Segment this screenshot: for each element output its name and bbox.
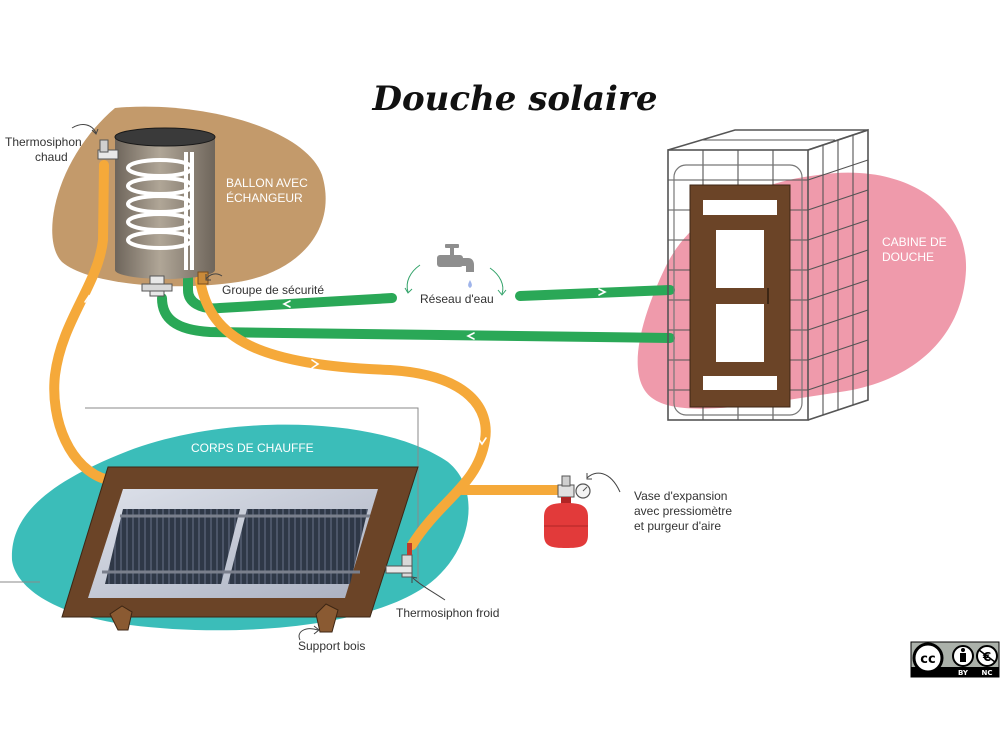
curve-arrow-left	[404, 287, 413, 294]
label-thermosiphon-froid: Thermosiphon froid	[396, 606, 499, 620]
leader-arrowhead	[91, 128, 99, 135]
hot-loop	[49, 160, 565, 550]
leader-thermosiphon-chaud	[71, 124, 97, 134]
absorber-right	[228, 509, 368, 584]
arrow-mark	[57, 454, 67, 463]
leader-arrowhead	[205, 274, 211, 281]
arrow-mark	[282, 300, 291, 308]
grid-line	[807, 249, 869, 271]
label-cabine-line2: DOUCHE	[882, 250, 934, 264]
label-reseau-eau: Réseau d'eau	[420, 292, 494, 306]
leader-lines	[71, 124, 621, 641]
nc-strike	[978, 649, 996, 663]
grid-line	[807, 339, 869, 361]
by-label: BY	[958, 669, 969, 677]
support-foot-right	[315, 603, 339, 633]
leader-groupe-securite	[205, 273, 223, 280]
hot-arrows	[57, 294, 487, 463]
label-thermosiphon-chaud-line1: Thermosiphon	[5, 135, 82, 149]
curve-arrow-right	[497, 289, 507, 296]
cc-icon	[912, 642, 944, 674]
door-panel-top	[716, 230, 764, 288]
door-inner-bottom	[703, 376, 777, 390]
label-vase-line2: avec pressiomètre	[634, 504, 732, 518]
arrow-mark	[598, 288, 607, 296]
water-pipes	[157, 267, 675, 343]
leader-arrowhead	[313, 625, 320, 635]
water-drop	[468, 280, 472, 288]
grid-line	[807, 189, 869, 211]
arrow-mark	[466, 332, 475, 340]
safety-group-pipe	[141, 283, 173, 292]
tank-top	[114, 127, 216, 147]
network-to-cabin-pipe	[515, 285, 675, 301]
arrow-mark	[84, 294, 94, 303]
label-vase-line3: et purgeur d'aire	[634, 519, 721, 533]
support-foot-left	[109, 605, 133, 631]
leader-vase	[586, 472, 621, 493]
label-cabine-line1: CABINE DE	[882, 235, 947, 249]
heat-exchanger-coil	[126, 152, 194, 270]
leader-arrowhead	[411, 576, 418, 583]
faucet-stem	[450, 247, 454, 255]
vessel-purge	[561, 475, 571, 487]
network-curves	[406, 264, 504, 295]
tank-foot	[197, 271, 209, 285]
wooden-door	[689, 184, 791, 408]
cc-license-badge: cc € BY NC	[910, 641, 1000, 678]
gauge-needle	[582, 486, 588, 492]
door-panel-bottom	[716, 304, 764, 362]
label-ballon-line2: ÉCHANGEUR	[226, 190, 303, 205]
label-thermosiphon-chaud-line2: chaud	[35, 150, 68, 164]
nc-icon-glyph: €	[982, 650, 991, 664]
by-icon-body	[960, 653, 966, 662]
cold-water-inlet-pipe	[183, 267, 397, 314]
by-icon-head	[961, 648, 965, 652]
faucet-spout	[455, 258, 474, 272]
guide-line	[85, 407, 419, 582]
title: Douche solaire	[372, 79, 658, 119]
shower-supply-pipe	[157, 293, 675, 343]
nc-label: NC	[982, 669, 993, 677]
leader-support-bois	[298, 628, 319, 641]
badge-lower-strip	[911, 667, 999, 677]
label-groupe-securite: Groupe de sécurité	[222, 283, 324, 297]
hot-pipe-to-tank	[49, 160, 113, 485]
cold-valve-handle	[407, 543, 412, 555]
label-corps-chauffe: CORPS DE CHAUFFE	[191, 441, 314, 455]
shower-cabin	[667, 128, 869, 421]
arrow-mark	[477, 437, 487, 446]
grid-line	[807, 309, 869, 331]
faucet-handle	[445, 244, 459, 248]
vessel-fitting	[557, 484, 575, 498]
expansion-vessel	[544, 475, 591, 548]
label-ballon-line1: BALLON AVEC	[226, 176, 308, 190]
grid-line	[807, 159, 869, 181]
cc-icon-text: cc	[920, 652, 935, 667]
arrow-mark	[311, 359, 320, 369]
door-inner-bottom-bar	[703, 364, 777, 376]
grid-line	[807, 219, 869, 241]
water-arrows	[282, 288, 607, 340]
solar-collector	[61, 466, 419, 633]
storage-tank	[97, 127, 216, 297]
container-outline	[673, 164, 803, 416]
absorber-left	[105, 509, 240, 584]
thermosiphon-valve	[99, 139, 109, 153]
door-inner-top-bar	[703, 215, 777, 227]
leader-thermosiphon-froid	[412, 577, 446, 601]
cold-valve-pipe	[385, 565, 413, 574]
faucet-icon	[437, 244, 474, 288]
curve-left	[406, 264, 421, 293]
leader-arrowhead	[586, 473, 592, 480]
curve-right	[489, 267, 504, 295]
label-vase-line1: Vase d'expansion	[634, 489, 727, 503]
vessel-neck	[561, 497, 571, 505]
grid-line	[807, 369, 869, 391]
grid-line	[807, 279, 869, 301]
label-support-bois: Support bois	[298, 639, 365, 653]
